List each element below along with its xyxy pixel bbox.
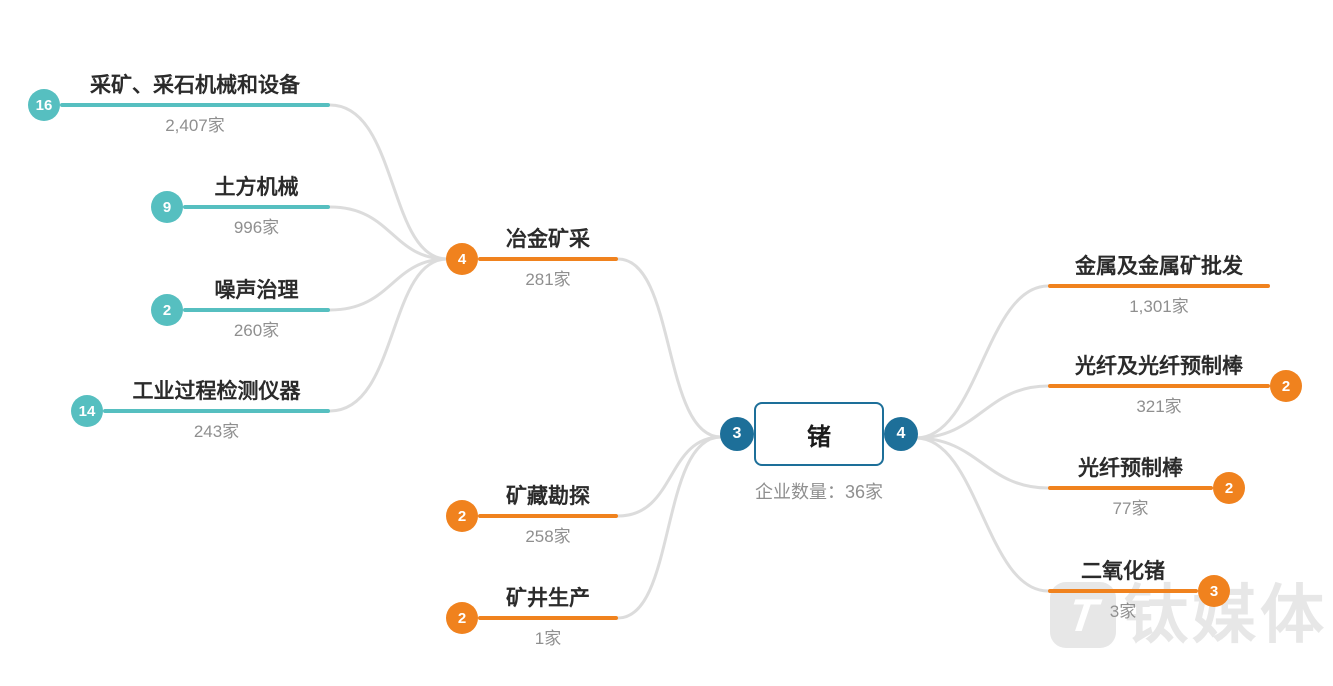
branch-line bbox=[478, 616, 618, 620]
tmtpost-logo-icon: T bbox=[1050, 582, 1116, 648]
connector-mine-production bbox=[616, 435, 723, 620]
node-label: 噪声治理 bbox=[214, 279, 299, 302]
connector-fiber-preform bbox=[914, 436, 1050, 490]
root-node-germanium[interactable]: 3 锗 4 企业数量：36家 bbox=[720, 402, 918, 504]
company-count: 996家 bbox=[233, 218, 280, 237]
branch-line bbox=[1048, 589, 1198, 593]
connector-fiber-and-preform bbox=[914, 384, 1050, 440]
right-children-count-badge[interactable]: 4 bbox=[884, 417, 918, 451]
node-fiber-preform[interactable]: 2 光纤预制棒 77家 bbox=[1048, 456, 1245, 519]
collapsed-count-badge[interactable]: 2 bbox=[1270, 370, 1302, 402]
node-label: 光纤及光纤预制棒 bbox=[1075, 355, 1243, 378]
company-count: 281家 bbox=[525, 270, 571, 289]
company-count: 1,301家 bbox=[1129, 297, 1189, 316]
left-children-count-badge[interactable]: 3 bbox=[720, 417, 754, 451]
branch-line bbox=[478, 257, 618, 261]
branch-line bbox=[1048, 486, 1213, 490]
node-label: 金属及金属矿批发 bbox=[1075, 255, 1243, 278]
root-node-box[interactable]: 锗 bbox=[754, 402, 884, 466]
company-count: 321家 bbox=[1136, 397, 1182, 416]
node-label: 采矿、采石机械和设备 bbox=[90, 74, 300, 97]
collapsed-count-badge[interactable]: 9 bbox=[151, 191, 183, 223]
node-metallurgy-mining[interactable]: 4 冶金矿采 281家 bbox=[446, 227, 618, 290]
connector-noise bbox=[328, 257, 449, 312]
collapsed-count-badge[interactable]: 2 bbox=[1213, 472, 1245, 504]
connector-germanium-dioxide bbox=[914, 436, 1050, 593]
node-label: 矿井生产 bbox=[506, 587, 590, 610]
collapsed-count-badge[interactable]: 2 bbox=[151, 294, 183, 326]
children-count-badge[interactable]: 4 bbox=[446, 243, 478, 275]
collapsed-count-badge[interactable]: 3 bbox=[1198, 575, 1230, 607]
collapsed-count-badge[interactable]: 14 bbox=[71, 395, 103, 427]
root-company-count: 企业数量：36家 bbox=[754, 482, 884, 502]
collapsed-count-badge[interactable]: 16 bbox=[28, 89, 60, 121]
branch-line bbox=[103, 409, 330, 413]
company-count: 2,407家 bbox=[165, 116, 225, 135]
node-label: 矿藏勘探 bbox=[506, 485, 590, 508]
node-label: 光纤预制棒 bbox=[1078, 457, 1183, 480]
company-count: 77家 bbox=[1112, 499, 1149, 518]
branch-line bbox=[60, 103, 330, 107]
node-label: 土方机械 bbox=[214, 176, 299, 199]
collapsed-count-badge[interactable]: 2 bbox=[446, 500, 478, 532]
connector-metallurgy bbox=[616, 257, 723, 439]
company-count: 258家 bbox=[525, 527, 571, 546]
node-mining-quarrying-machinery[interactable]: 16 采矿、采石机械和设备 2,407家 bbox=[28, 73, 330, 136]
company-count: 243家 bbox=[193, 422, 240, 441]
branch-line bbox=[183, 205, 330, 209]
node-mineral-exploration[interactable]: 2 矿藏勘探 258家 bbox=[446, 484, 618, 547]
branch-line bbox=[478, 514, 618, 518]
collapsed-count-badge[interactable]: 2 bbox=[446, 602, 478, 634]
node-earthmoving-machinery[interactable]: 9 土方机械 996家 bbox=[151, 175, 330, 238]
node-noise-control[interactable]: 2 噪声治理 260家 bbox=[151, 278, 330, 341]
connector-instruments bbox=[328, 257, 449, 413]
connector-mining-machinery bbox=[328, 103, 449, 261]
branch-line bbox=[1048, 284, 1270, 288]
company-count: 3家 bbox=[1109, 602, 1137, 621]
connector-metal-wholesale bbox=[914, 284, 1050, 440]
node-industrial-process-instruments[interactable]: 14 工业过程检测仪器 243家 bbox=[71, 379, 330, 442]
node-fiber-and-preform[interactable]: 2 光纤及光纤预制棒 321家 bbox=[1048, 354, 1302, 417]
branch-line bbox=[183, 308, 330, 312]
node-mine-production[interactable]: 2 矿井生产 1家 bbox=[446, 586, 618, 649]
branch-line bbox=[1048, 384, 1270, 388]
connector-earthmoving bbox=[328, 205, 449, 261]
node-metal-wholesale[interactable]: 金属及金属矿批发 1,301家 bbox=[1048, 254, 1270, 317]
company-count: 260家 bbox=[233, 321, 280, 340]
node-label: 二氧化锗 bbox=[1081, 560, 1165, 583]
node-germanium-dioxide[interactable]: 3 二氧化锗 3家 bbox=[1048, 559, 1230, 622]
node-label: 冶金矿采 bbox=[506, 228, 590, 251]
company-count: 1家 bbox=[534, 629, 562, 648]
node-label: 工业过程检测仪器 bbox=[132, 380, 301, 403]
connector-exploration bbox=[616, 435, 723, 518]
